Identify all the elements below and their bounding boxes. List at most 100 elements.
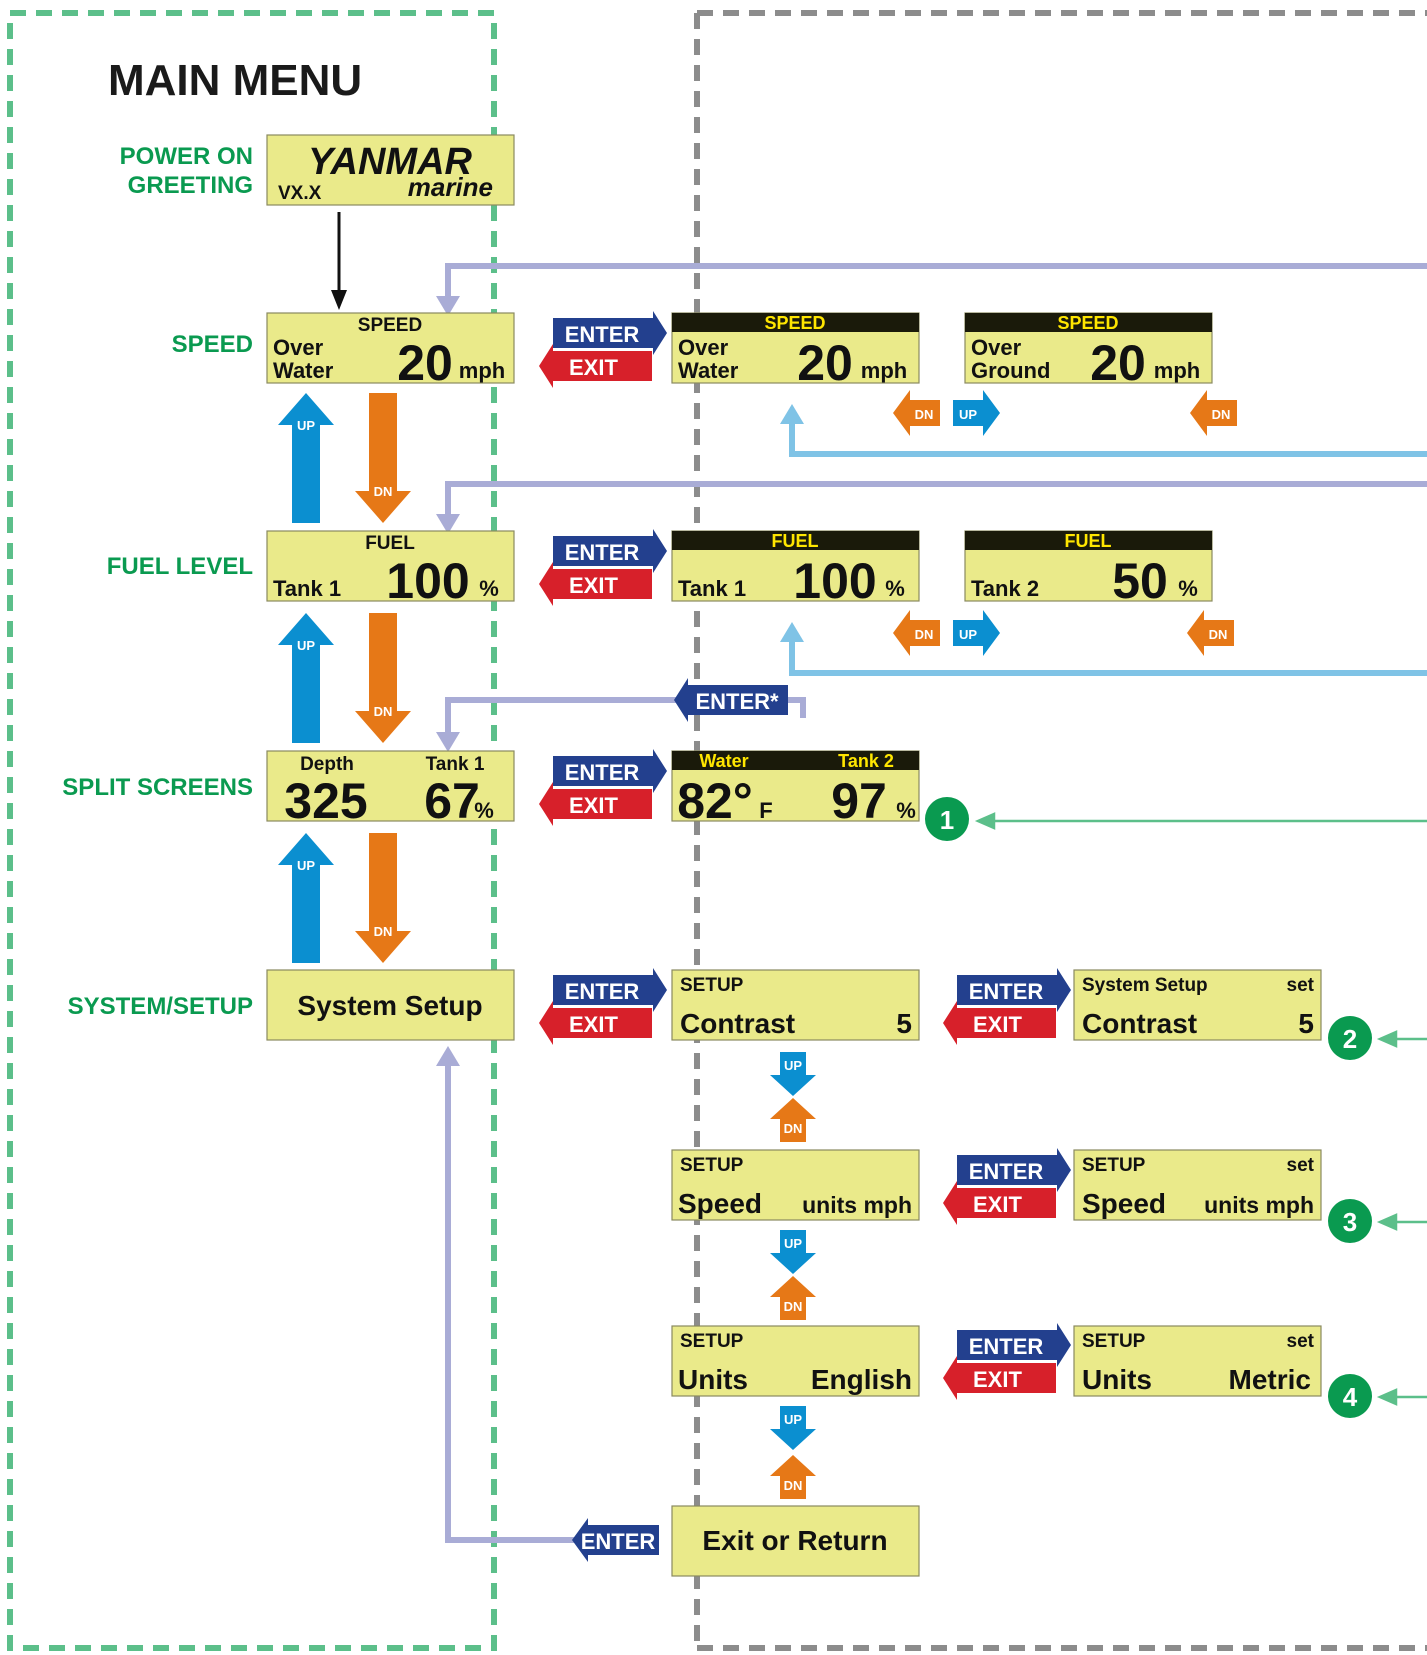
enter-exit-fuel[interactable]: ENTER EXIT xyxy=(539,529,667,606)
split-main-right-value: 67 xyxy=(424,773,480,829)
fuel-tank2-value: 50 xyxy=(1112,553,1168,609)
speed-main-line1: Over xyxy=(273,335,324,360)
up-arrow-to-split[interactable]: UP xyxy=(278,833,334,963)
exit-label: EXIT xyxy=(973,1367,1022,1392)
setup-speed-value: units mph xyxy=(802,1192,912,1218)
set-units-display[interactable]: SETUP set Units Metric xyxy=(1073,1325,1322,1397)
dn-label: DN xyxy=(915,407,934,422)
enter-exit-system[interactable]: ENTER EXIT xyxy=(539,968,667,1045)
enter-label: ENTER xyxy=(969,979,1044,1004)
split-sub-right-label: Tank 2 xyxy=(838,751,894,771)
enter-star-button[interactable]: ENTER* xyxy=(674,678,788,722)
fuel-tank1-value: 100 xyxy=(793,553,876,609)
setup-units-display[interactable]: SETUP Units English xyxy=(671,1325,920,1397)
system-main-display[interactable]: System Setup xyxy=(266,969,515,1041)
fuel-main-value: 100 xyxy=(386,553,469,609)
split-sub-left-unit: F xyxy=(759,798,772,823)
enter-label: ENTER xyxy=(565,540,640,565)
enter-label: ENTER xyxy=(969,1159,1044,1184)
dn-side-arrow-fuel-2[interactable]: DN xyxy=(1187,610,1234,656)
speed-water-unit: mph xyxy=(861,358,907,383)
up-side-arrow-fuel[interactable]: UP xyxy=(953,610,1000,656)
up-arrow-setup-3[interactable]: UP xyxy=(770,1406,816,1450)
up-label: UP xyxy=(297,638,315,653)
enter-exit-split[interactable]: ENTER EXIT xyxy=(539,749,667,826)
return-lines xyxy=(789,420,1427,676)
set-contrast-set: set xyxy=(1287,975,1315,996)
split-sub-display[interactable]: Water Tank 2 82° F 97 % xyxy=(671,750,920,829)
enter-label: ENTER xyxy=(565,760,640,785)
up-label: UP xyxy=(784,1236,802,1251)
dn-arrow-to-fuel[interactable]: DN xyxy=(355,393,411,523)
dn-side-arrow-speed-2[interactable]: DN xyxy=(1190,390,1237,436)
greeting-down-arrow xyxy=(331,212,347,310)
setup-contrast-display[interactable]: SETUP Contrast 5 xyxy=(671,969,920,1041)
enter-exit-speed-setup[interactable]: ENTER EXIT xyxy=(943,1148,1071,1225)
speed-main-header: SPEED xyxy=(358,315,422,336)
greeting-version: VX.X xyxy=(278,183,322,204)
exit-label: EXIT xyxy=(569,573,618,598)
setup-units-label: Units xyxy=(678,1364,748,1395)
dn-label: DN xyxy=(784,1478,803,1493)
setup-units-header: SETUP xyxy=(680,1331,744,1352)
set-contrast-display[interactable]: System Setup set Contrast 5 xyxy=(1073,969,1322,1041)
callout-2: 2 xyxy=(1328,1016,1372,1060)
split-main-display[interactable]: Depth Tank 1 325 67 % xyxy=(266,750,515,829)
up-arrow-to-speed[interactable]: UP xyxy=(278,393,334,523)
dn-arrow-setup-2[interactable]: DN xyxy=(770,1276,816,1320)
set-contrast-header: System Setup xyxy=(1082,975,1208,996)
set-contrast-value: 5 xyxy=(1298,1008,1314,1039)
enter-return-button[interactable]: ENTER xyxy=(572,1518,659,1562)
speed-ground-display[interactable]: SPEED Over Ground 20 mph xyxy=(964,312,1213,391)
enter-return-label: ENTER xyxy=(581,1529,656,1554)
speed-ground-header: SPEED xyxy=(1057,313,1118,333)
dn-label: DN xyxy=(784,1121,803,1136)
split-main-left-value: 325 xyxy=(284,773,367,829)
fuel-main-display[interactable]: FUEL Tank 1 100 % xyxy=(266,530,515,609)
dn-arrow-to-split[interactable]: DN xyxy=(355,613,411,743)
split-main-right-label: Tank 1 xyxy=(426,754,485,775)
up-arrow-setup-2[interactable]: UP xyxy=(770,1230,816,1274)
label-system-setup: SYSTEM/SETUP xyxy=(68,993,253,1020)
fuel-main-unit: % xyxy=(479,576,499,601)
setup-speed-display[interactable]: SETUP Speed units mph xyxy=(671,1149,920,1221)
up-label: UP xyxy=(959,627,977,642)
setup-speed-label: Speed xyxy=(678,1188,762,1219)
dn-side-arrow-speed-1[interactable]: DN xyxy=(893,390,940,436)
system-main-label: System Setup xyxy=(297,990,482,1021)
dn-arrow-to-system[interactable]: DN xyxy=(355,833,411,963)
callout-4-number: 4 xyxy=(1343,1382,1358,1412)
fuel-tank1-display[interactable]: FUEL Tank 1 100 % xyxy=(671,530,920,609)
fuel-main-label: Tank 1 xyxy=(273,576,341,601)
dn-label: DN xyxy=(915,627,934,642)
enter-label: ENTER xyxy=(969,1334,1044,1359)
exit-label: EXIT xyxy=(569,793,618,818)
enter-exit-contrast[interactable]: ENTER EXIT xyxy=(943,968,1071,1045)
setup-units-value: English xyxy=(811,1364,912,1395)
exit-return-display[interactable]: Exit or Return xyxy=(671,1505,920,1577)
speed-water-display[interactable]: SPEED Over Water 20 mph xyxy=(671,312,920,391)
fuel-tank2-display[interactable]: FUEL Tank 2 50 % xyxy=(964,530,1213,609)
up-arrow-to-fuel[interactable]: UP xyxy=(278,613,334,743)
exit-label: EXIT xyxy=(569,355,618,380)
speed-main-display[interactable]: SPEED Over Water 20 mph xyxy=(266,312,515,391)
dn-arrow-setup-1[interactable]: DN xyxy=(770,1098,816,1142)
up-arrow-setup-1[interactable]: UP xyxy=(770,1052,816,1096)
setup-speed-header: SETUP xyxy=(680,1155,744,1176)
dn-side-arrow-fuel-1[interactable]: DN xyxy=(893,610,940,656)
main-menu-panel-border xyxy=(7,10,497,1651)
set-speed-display[interactable]: SETUP set Speed units mph xyxy=(1073,1149,1322,1221)
speed-main-value: 20 xyxy=(397,335,453,391)
flow-arrowheads xyxy=(436,296,460,1066)
dn-label: DN xyxy=(374,484,393,499)
label-split-screens: SPLIT SCREENS xyxy=(62,774,253,801)
enter-exit-units[interactable]: ENTER EXIT xyxy=(943,1323,1071,1400)
up-side-arrow-speed[interactable]: UP xyxy=(953,390,1000,436)
enter-exit-speed[interactable]: ENTER EXIT xyxy=(539,311,667,388)
dn-arrow-setup-3[interactable]: DN xyxy=(770,1455,816,1499)
speed-water-header: SPEED xyxy=(764,313,825,333)
fuel-tank2-header: FUEL xyxy=(1065,531,1112,551)
split-sub-left-value: 82° xyxy=(677,773,753,829)
yanmar-logo-text: YANMAR xyxy=(308,141,473,183)
